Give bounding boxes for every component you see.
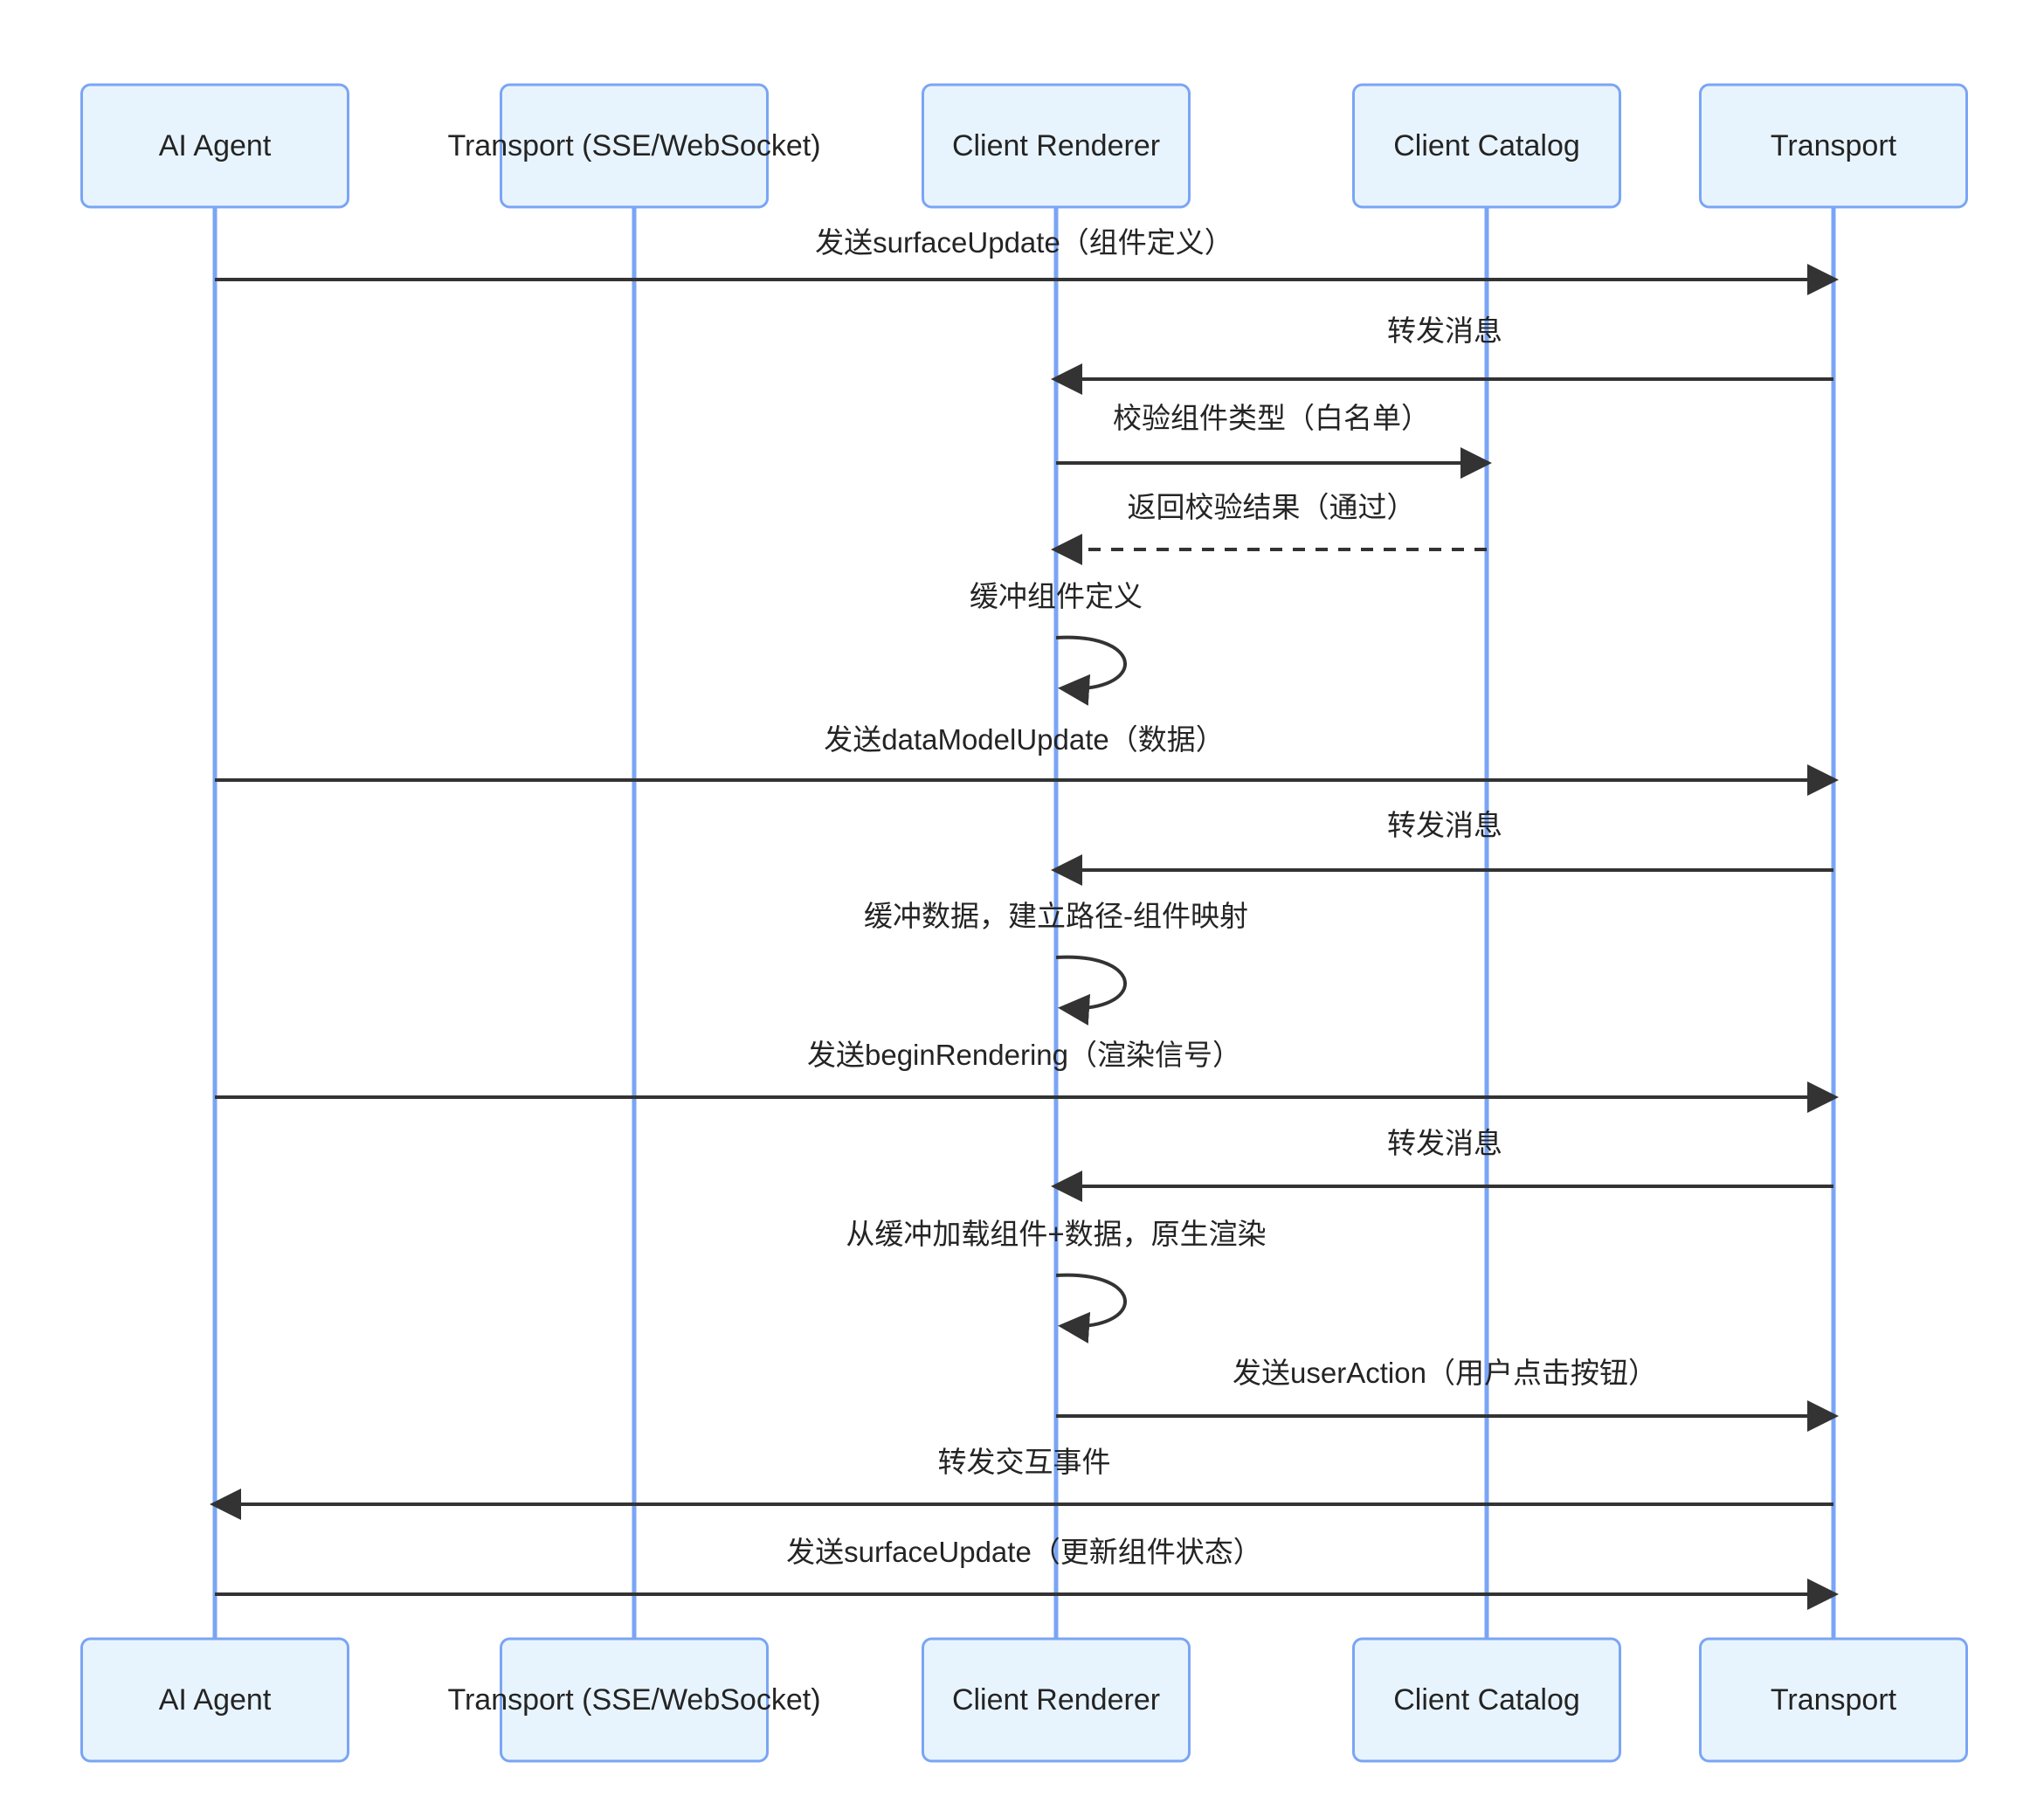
message-1: 发送surfaceUpdate（组件定义）: [215, 226, 1839, 295]
participant-label: Transport: [1771, 129, 1897, 162]
message-label: 从缓冲加载组件+数据，原生渲染: [846, 1218, 1266, 1250]
participant-label: Transport (SSE/WebSocket): [447, 129, 820, 162]
participant-label: Transport (SSE/WebSocket): [447, 1683, 820, 1717]
participant-label: Transport: [1771, 1683, 1897, 1717]
self-message-arrow: [1055, 955, 1127, 1026]
lifelines-layer: [212, 207, 1836, 1639]
message-3: 校验组件类型（白名单）: [1056, 402, 1492, 479]
message-2: 转发消息: [1051, 314, 1833, 395]
message-9: 发送beginRendering（渲染信号）: [215, 1039, 1839, 1113]
message-11: 从缓冲加载组件+数据，原生渲染: [846, 1218, 1267, 1344]
participant-client_renderer-bottom[interactable]: Client Renderer: [922, 1637, 1191, 1763]
message-label: 发送surfaceUpdate（组件定义）: [815, 226, 1233, 259]
message-13: 转发交互事件: [210, 1446, 1833, 1520]
message-label: 转发消息: [1387, 314, 1502, 347]
participant-box-shape: [1352, 1637, 1621, 1763]
message-label: 转发消息: [1387, 809, 1502, 841]
participant-label: Client Catalog: [1393, 129, 1580, 162]
message-5: 缓冲组件定义: [970, 580, 1143, 706]
message-7: 转发消息: [1051, 809, 1833, 886]
participant-box-shape: [1699, 83, 1968, 209]
participant-box-shape: [80, 1637, 349, 1763]
participants-top-layer: AI Agent Transport (SSE/WebSocket) Client …: [80, 83, 1968, 209]
message-label: 发送beginRendering（渲染信号）: [807, 1039, 1241, 1071]
message-label: 返回校验结果（通过）: [1128, 491, 1416, 523]
participant-box-shape: [500, 1637, 769, 1763]
message-14: 发送surfaceUpdate（更新组件状态）: [215, 1536, 1839, 1610]
participant-box-shape: [922, 83, 1191, 209]
participant-label: AI Agent: [159, 129, 272, 162]
message-label: 缓冲数据，建立路径-组件映射: [864, 900, 1248, 932]
participant-box-shape: [1699, 1637, 1968, 1763]
participant-label: AI Agent: [159, 1683, 272, 1717]
participant-box-shape: [80, 83, 349, 209]
message-label: 转发消息: [1387, 1127, 1502, 1159]
participant-box-shape: [1352, 83, 1621, 209]
messages-layer: 发送surfaceUpdate（组件定义）转发消息校验组件类型（白名单）返回校验…: [210, 226, 1839, 1610]
self-message-arrow: [1055, 1273, 1127, 1344]
message-label: 发送userAction（用户点击按钮）: [1233, 1357, 1657, 1389]
participant-client_catalog-bottom[interactable]: Client Catalog: [1352, 1637, 1621, 1763]
participants-bottom-layer: AI Agent Transport (SSE/WebSocket) Client …: [80, 1637, 1968, 1763]
participant-label: Client Renderer: [952, 1683, 1160, 1717]
message-10: 转发消息: [1051, 1127, 1833, 1202]
participant-transport_sse-top[interactable]: Transport (SSE/WebSocket): [447, 83, 821, 209]
participant-transport-bottom[interactable]: Transport: [1699, 1637, 1968, 1763]
message-label: 发送dataModelUpdate（数据）: [824, 723, 1225, 756]
message-4: 返回校验结果（通过）: [1051, 491, 1487, 565]
participant-ai_agent-bottom[interactable]: AI Agent: [80, 1637, 349, 1763]
participant-ai_agent-top[interactable]: AI Agent: [80, 83, 349, 209]
participant-client_renderer-top[interactable]: Client Renderer: [922, 83, 1191, 209]
message-12: 发送userAction（用户点击按钮）: [1056, 1357, 1839, 1432]
self-message-arrow: [1055, 635, 1127, 706]
message-label: 缓冲组件定义: [970, 580, 1143, 612]
participant-client_catalog-top[interactable]: Client Catalog: [1352, 83, 1621, 209]
participant-transport-top[interactable]: Transport: [1699, 83, 1968, 209]
participant-label: Client Renderer: [952, 129, 1160, 162]
message-label: 发送surfaceUpdate（更新组件状态）: [786, 1536, 1262, 1568]
message-8: 缓冲数据，建立路径-组件映射: [864, 900, 1248, 1026]
participant-label: Client Catalog: [1393, 1683, 1580, 1717]
participant-box-shape: [500, 83, 769, 209]
message-label: 转发交互事件: [938, 1446, 1111, 1478]
participant-box-shape: [922, 1637, 1191, 1763]
message-6: 发送dataModelUpdate（数据）: [215, 723, 1839, 796]
message-label: 校验组件类型（白名单）: [1113, 402, 1430, 434]
participant-transport_sse-bottom[interactable]: Transport (SSE/WebSocket): [447, 1637, 821, 1763]
